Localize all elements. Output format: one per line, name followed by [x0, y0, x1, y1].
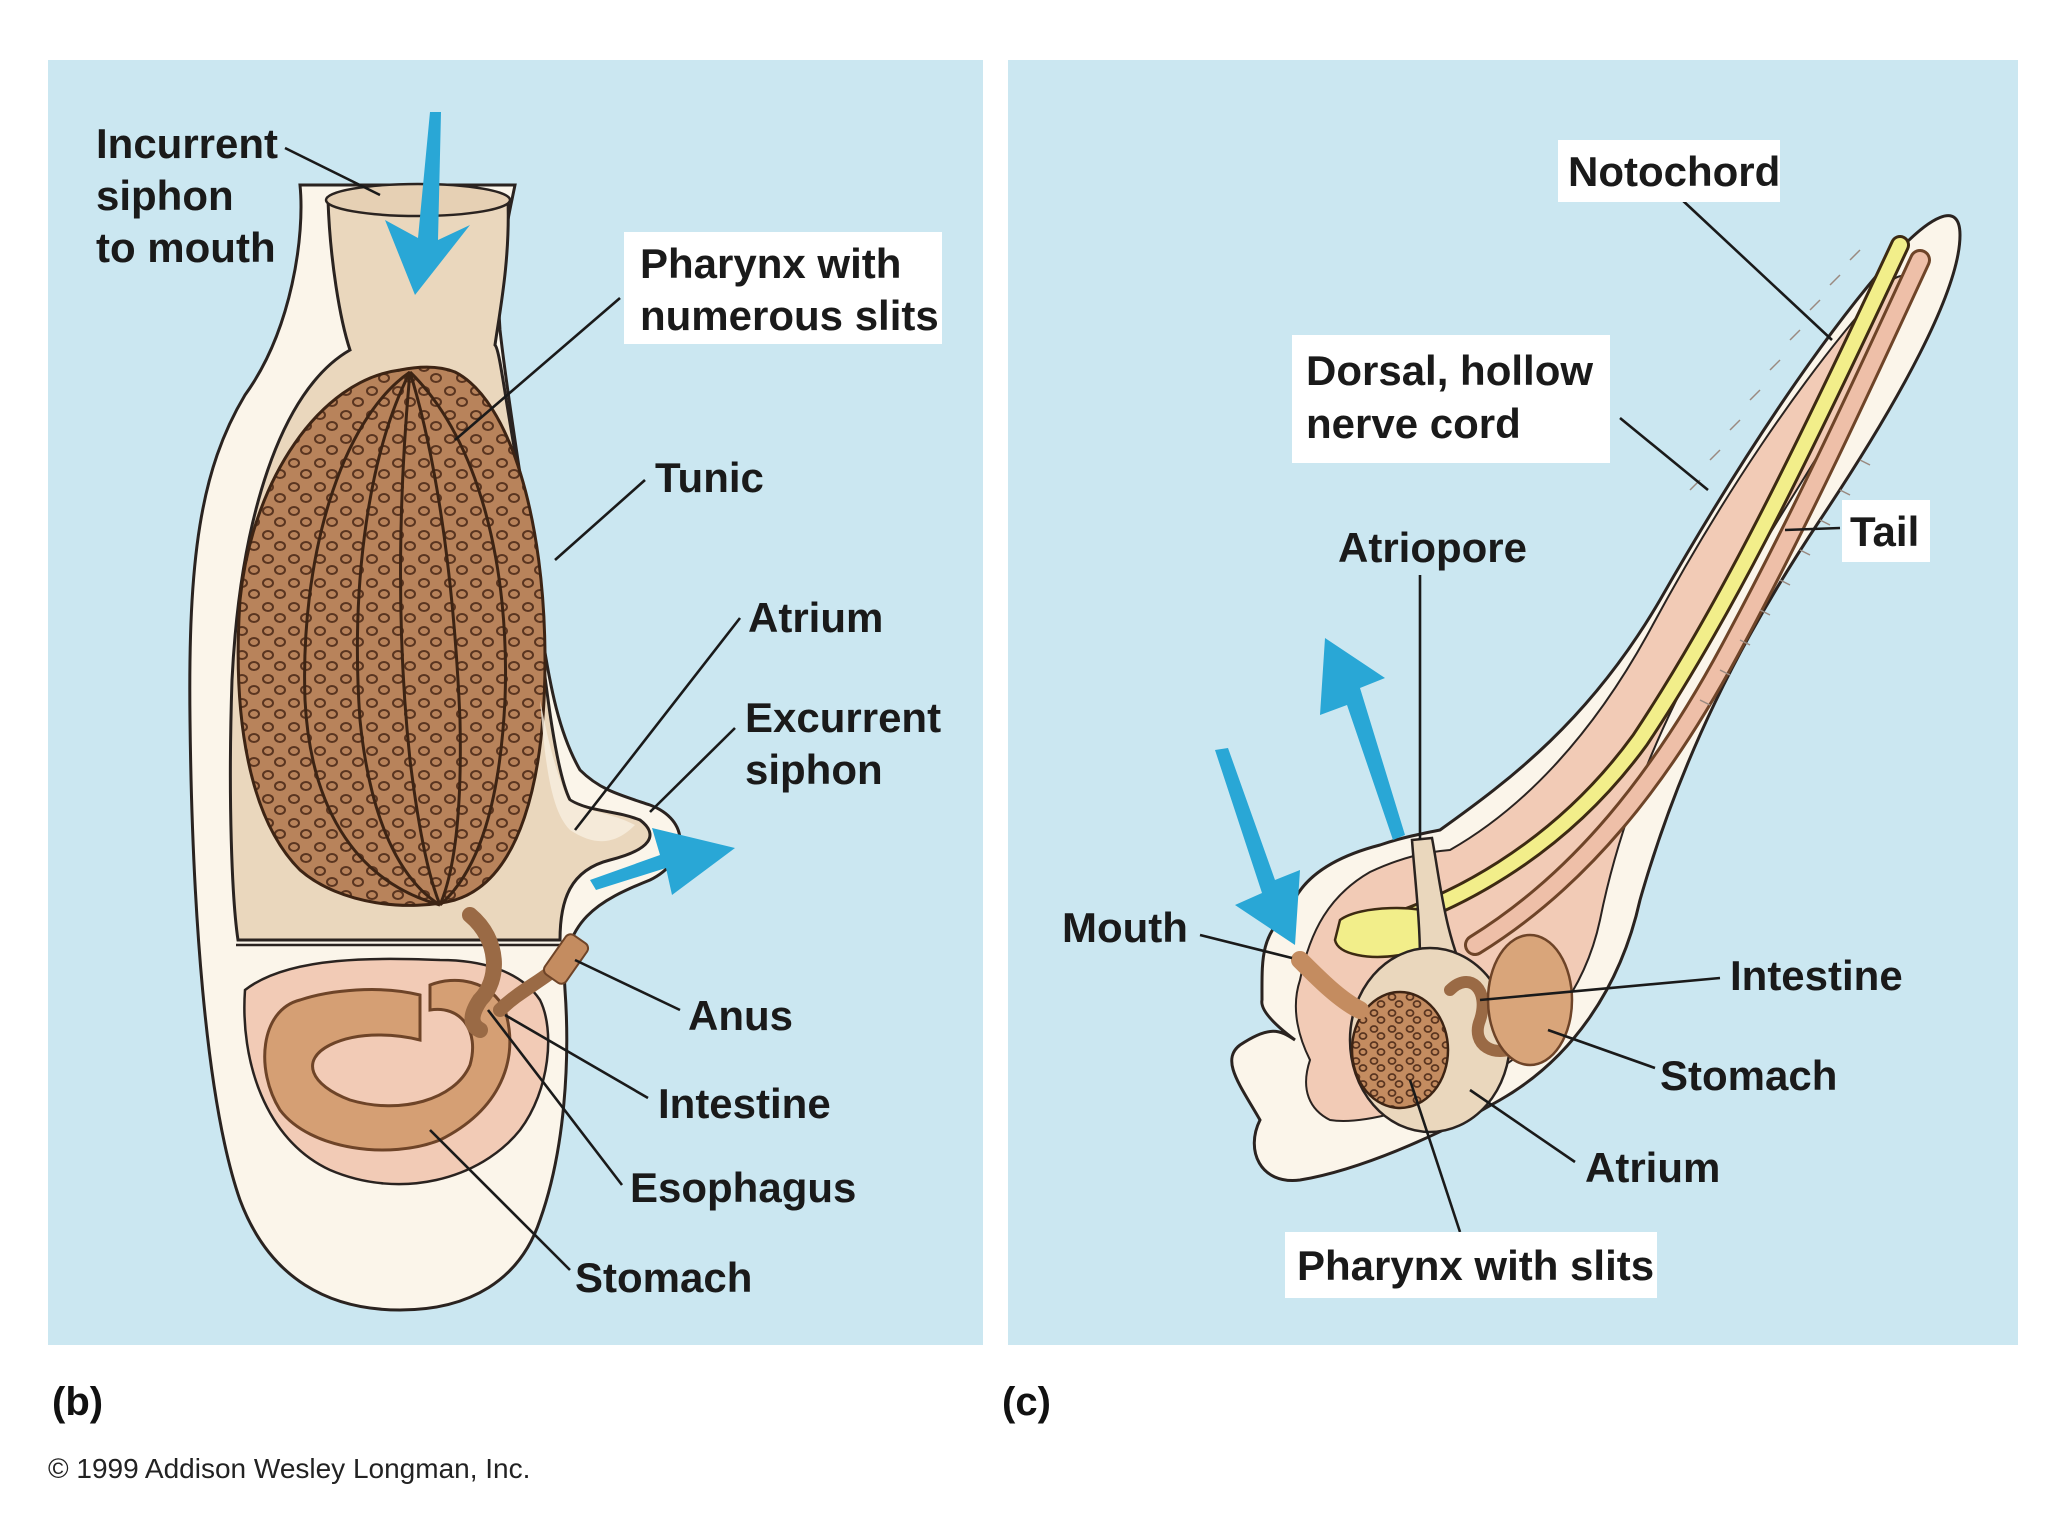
copyright-notice: © 1999 Addison Wesley Longman, Inc. — [48, 1453, 530, 1484]
panel-c: Notochord Dorsal, hollow nerve cord Atri… — [1008, 60, 2018, 1345]
label-pharynx-1: Pharynx with — [640, 240, 901, 287]
panel-b-leaders — [284, 146, 742, 1271]
excurrent-arrow — [590, 828, 735, 895]
label-anus: Anus — [688, 992, 793, 1039]
tail-fin-rays — [1689, 249, 1871, 706]
atriopore-arrow — [1320, 638, 1405, 840]
label-atrium-b: Atrium — [748, 594, 883, 641]
notochord-fill — [1467, 252, 1928, 953]
label-excurrent-siphon-1: Excurrent — [745, 694, 941, 741]
label-stomach-c: Stomach — [1660, 1052, 1837, 1099]
label-excurrent-siphon-2: siphon — [745, 746, 883, 793]
label-atriopore: Atriopore — [1338, 524, 1527, 571]
label-pharynx-c: Pharynx with slits — [1297, 1242, 1654, 1289]
pharynx-c — [1350, 990, 1450, 1110]
label-intestine-c: Intestine — [1730, 952, 1903, 999]
label-intestine-b: Intestine — [658, 1080, 831, 1127]
intestine-c — [1444, 976, 1526, 1057]
stomach — [263, 978, 512, 1152]
label-esophagus: Esophagus — [630, 1164, 856, 1211]
label-tunic: Tunic — [655, 454, 764, 501]
label-incurrent-siphon-2: siphon — [96, 172, 234, 219]
nerve-cord-fill — [1343, 238, 1907, 942]
panel-letter-b: (b) — [52, 1380, 103, 1424]
incurrent-siphon-opening — [324, 182, 512, 218]
label-dorsal-1: Dorsal, hollow — [1306, 347, 1593, 394]
label-dorsal-bg — [1292, 335, 1610, 463]
label-notochord: Notochord — [1568, 148, 1780, 195]
label-pharynx-bg — [624, 232, 942, 344]
label-notochord-bg — [1558, 140, 1780, 202]
label-tail-bg — [1842, 500, 1930, 562]
panel-letter-c: (c) — [1002, 1380, 1051, 1424]
label-stomach-b: Stomach — [575, 1254, 752, 1301]
anus-tube — [542, 933, 590, 985]
incurrent-arrow — [385, 112, 470, 295]
label-pharynx-2: numerous slits — [640, 292, 939, 339]
label-incurrent-siphon-1: Incurrent — [96, 120, 278, 167]
label-mouth: Mouth — [1062, 904, 1188, 951]
label-dorsal-2: nerve cord — [1306, 400, 1521, 447]
label-atrium-c: Atrium — [1585, 1144, 1720, 1191]
panel-b: Incurrent siphon to mouth Pharynx with n… — [48, 60, 983, 1345]
mouth-arrow — [1215, 748, 1300, 945]
panel-c-leaders — [1199, 197, 1841, 1233]
atrium-region — [540, 700, 635, 842]
pharynx-meridians — [303, 370, 507, 907]
mouth-tube — [1291, 951, 1369, 1019]
stomach-c — [1486, 933, 1574, 1067]
esophagus — [462, 907, 502, 1038]
label-incurrent-siphon-3: to mouth — [96, 224, 276, 271]
label-tail: Tail — [1850, 508, 1919, 555]
panel-c-background — [1008, 60, 2018, 1345]
label-pharynx-c-bg — [1285, 1232, 1657, 1298]
